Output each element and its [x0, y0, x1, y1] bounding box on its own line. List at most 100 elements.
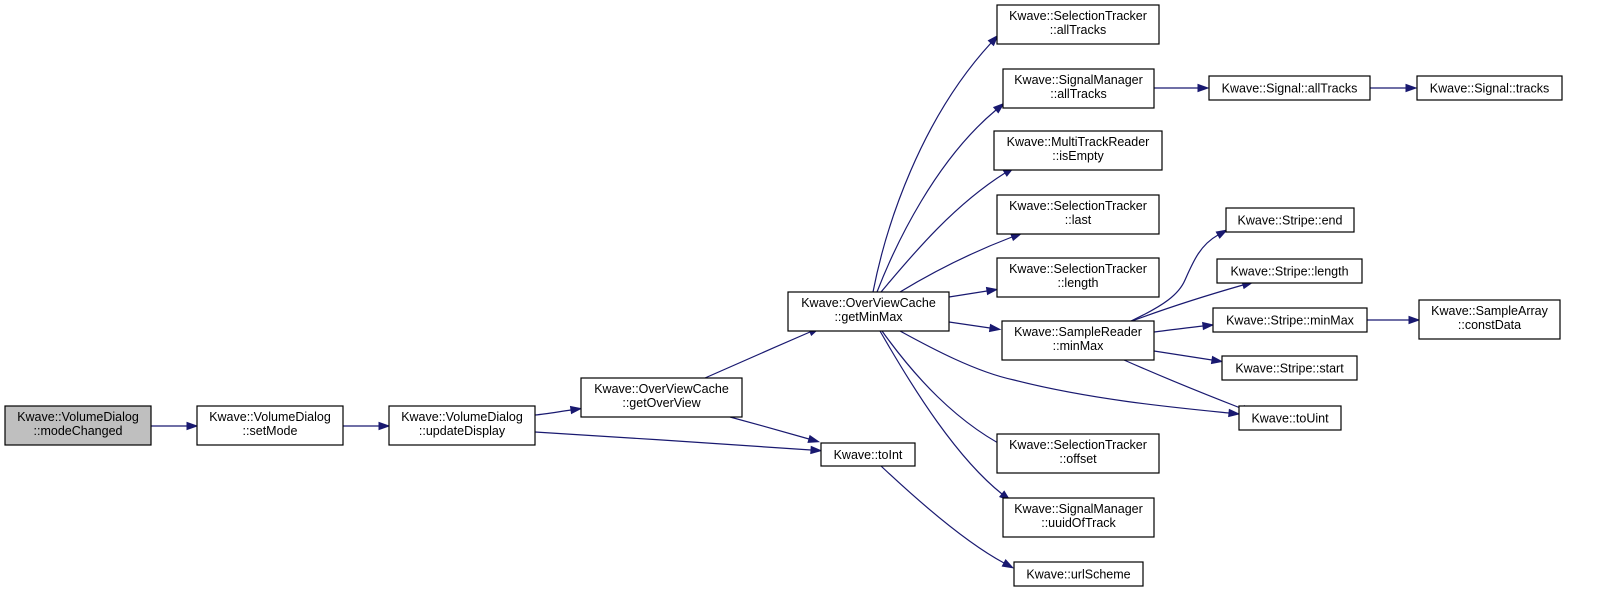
node-box [996, 194, 1160, 235]
edge-line [880, 172, 1006, 293]
node-label: Kwave::Signal::allTracks [1222, 82, 1358, 96]
edge-line [876, 109, 997, 293]
node-stLength[interactable]: Kwave::SelectionTracker::length [996, 257, 1160, 298]
edge-srMinMax-to-strMinMax [1153, 321, 1215, 333]
arrowhead-icon [807, 434, 821, 443]
node-urlScheme[interactable]: Kwave::urlScheme [1013, 561, 1144, 587]
node-box [996, 257, 1160, 298]
edges [151, 34, 1421, 569]
node-box [4, 405, 152, 446]
nodes: Kwave::VolumeDialog::modeChangedKwave::V… [4, 4, 1563, 587]
arrowhead-icon [1405, 83, 1418, 93]
node-box [1418, 299, 1561, 340]
node-box [1221, 355, 1358, 381]
node-label-class: Kwave::SignalManager [1014, 73, 1143, 87]
node-box [1212, 307, 1368, 333]
node-label-class: Kwave::SampleArray [1431, 304, 1548, 318]
node-label-class: Kwave::SelectionTracker [1009, 9, 1147, 23]
edge-srMinMax-to-strEnd [1130, 229, 1229, 322]
arrowhead-icon [992, 102, 1005, 114]
node-getOverView[interactable]: Kwave::OverViewCache::getOverView [580, 377, 743, 418]
node-box [1225, 207, 1355, 233]
arrowhead-icon [186, 421, 199, 431]
node-box [1238, 405, 1342, 431]
edge-line [1131, 284, 1244, 322]
node-srMinMax[interactable]: Kwave::SampleReader::minMax [1001, 320, 1155, 361]
node-stOffset[interactable]: Kwave::SelectionTracker::offset [996, 433, 1160, 474]
node-label-method: ::last [1065, 213, 1092, 227]
node-label: Kwave::toUint [1251, 412, 1329, 426]
node-updateDisplay[interactable]: Kwave::VolumeDialog::updateDisplay [388, 405, 536, 446]
node-label-class: Kwave::VolumeDialog [17, 410, 139, 424]
node-box [993, 130, 1163, 171]
arrowhead-icon [988, 323, 1002, 333]
node-saConst[interactable]: Kwave::SampleArray::constData [1418, 299, 1561, 340]
node-toUint[interactable]: Kwave::toUint [1238, 405, 1342, 431]
node-box [388, 405, 536, 446]
node-box [1416, 75, 1563, 101]
arrowhead-icon [1215, 229, 1229, 239]
arrowhead-icon [1210, 355, 1224, 365]
node-box [1001, 320, 1155, 361]
edge-getOverView-to-toInt [729, 416, 821, 443]
node-smUuid[interactable]: Kwave::SignalManager::uuidOfTrack [1002, 497, 1155, 538]
node-sigAll[interactable]: Kwave::Signal::allTracks [1208, 75, 1371, 101]
edge-line [1123, 359, 1244, 410]
edge-line [1153, 350, 1213, 361]
node-label: Kwave::toInt [834, 448, 903, 462]
node-mtrEmpty[interactable]: Kwave::MultiTrackReader::isEmpty [993, 130, 1163, 171]
node-label-method: ::constData [1458, 318, 1521, 332]
node-toInt[interactable]: Kwave::toInt [820, 442, 916, 467]
node-box [820, 442, 916, 467]
node-label-class: Kwave::VolumeDialog [209, 410, 331, 424]
edge-line [948, 321, 991, 329]
node-strLength[interactable]: Kwave::Stripe::length [1216, 258, 1363, 284]
edge-smAll-to-sigAll [1153, 83, 1210, 93]
node-box [996, 4, 1160, 45]
edge-line [879, 330, 1003, 495]
node-box [196, 405, 344, 446]
node-strEnd[interactable]: Kwave::Stripe::end [1225, 207, 1355, 233]
arrowhead-icon [985, 286, 999, 296]
edge-updateDisplay-to-toInt [534, 431, 823, 455]
node-label-class: Kwave::SelectionTracker [1009, 438, 1147, 452]
node-label-method: ::getOverView [622, 396, 701, 410]
node-label: Kwave::urlScheme [1026, 568, 1130, 582]
arrowhead-icon [810, 445, 823, 455]
node-getMinMax[interactable]: Kwave::OverViewCache::getMinMax [787, 291, 950, 332]
arrowhead-icon [378, 421, 391, 431]
node-box [1013, 561, 1144, 587]
node-label-method: ::offset [1059, 452, 1097, 466]
node-strMinMax[interactable]: Kwave::Stripe::minMax [1212, 307, 1368, 333]
node-label: Kwave::Stripe::start [1235, 362, 1344, 376]
node-stAll[interactable]: Kwave::SelectionTracker::allTracks [996, 4, 1160, 45]
node-label: Kwave::Stripe::end [1238, 214, 1343, 228]
node-box [1002, 497, 1155, 538]
node-label-method: ::length [1057, 276, 1098, 290]
node-label-class: Kwave::VolumeDialog [401, 410, 523, 424]
node-sigTracks[interactable]: Kwave::Signal::tracks [1416, 75, 1563, 101]
edge-getMinMax-to-toUint [899, 330, 1241, 418]
edge-line [704, 331, 811, 379]
node-label-method: ::minMax [1053, 339, 1104, 353]
edge-getMinMax-to-stLength [948, 286, 999, 298]
node-box [787, 291, 950, 332]
arrowhead-icon [987, 34, 999, 47]
node-smAll[interactable]: Kwave::SignalManager::allTracks [1002, 68, 1155, 109]
edge-line [872, 42, 992, 293]
node-label-method: ::modeChanged [34, 424, 123, 438]
edge-getMinMax-to-stAll [872, 34, 999, 293]
node-strStart[interactable]: Kwave::Stripe::start [1221, 355, 1358, 381]
node-mode[interactable]: Kwave::VolumeDialog::modeChanged [4, 405, 152, 446]
edge-sigAll-to-sigTracks [1369, 83, 1418, 93]
node-box [580, 377, 743, 418]
edge-line [1153, 325, 1204, 333]
node-label-class: Kwave::MultiTrackReader [1007, 135, 1150, 149]
edge-setMode-to-updateDisplay [343, 421, 391, 431]
node-box [1216, 258, 1363, 284]
node-setMode[interactable]: Kwave::VolumeDialog::setMode [196, 405, 344, 446]
edge-srMinMax-to-strStart [1153, 350, 1224, 365]
edge-getMinMax-to-mtrEmpty [880, 166, 1015, 293]
node-box [1208, 75, 1371, 101]
node-stLast[interactable]: Kwave::SelectionTracker::last [996, 194, 1160, 235]
